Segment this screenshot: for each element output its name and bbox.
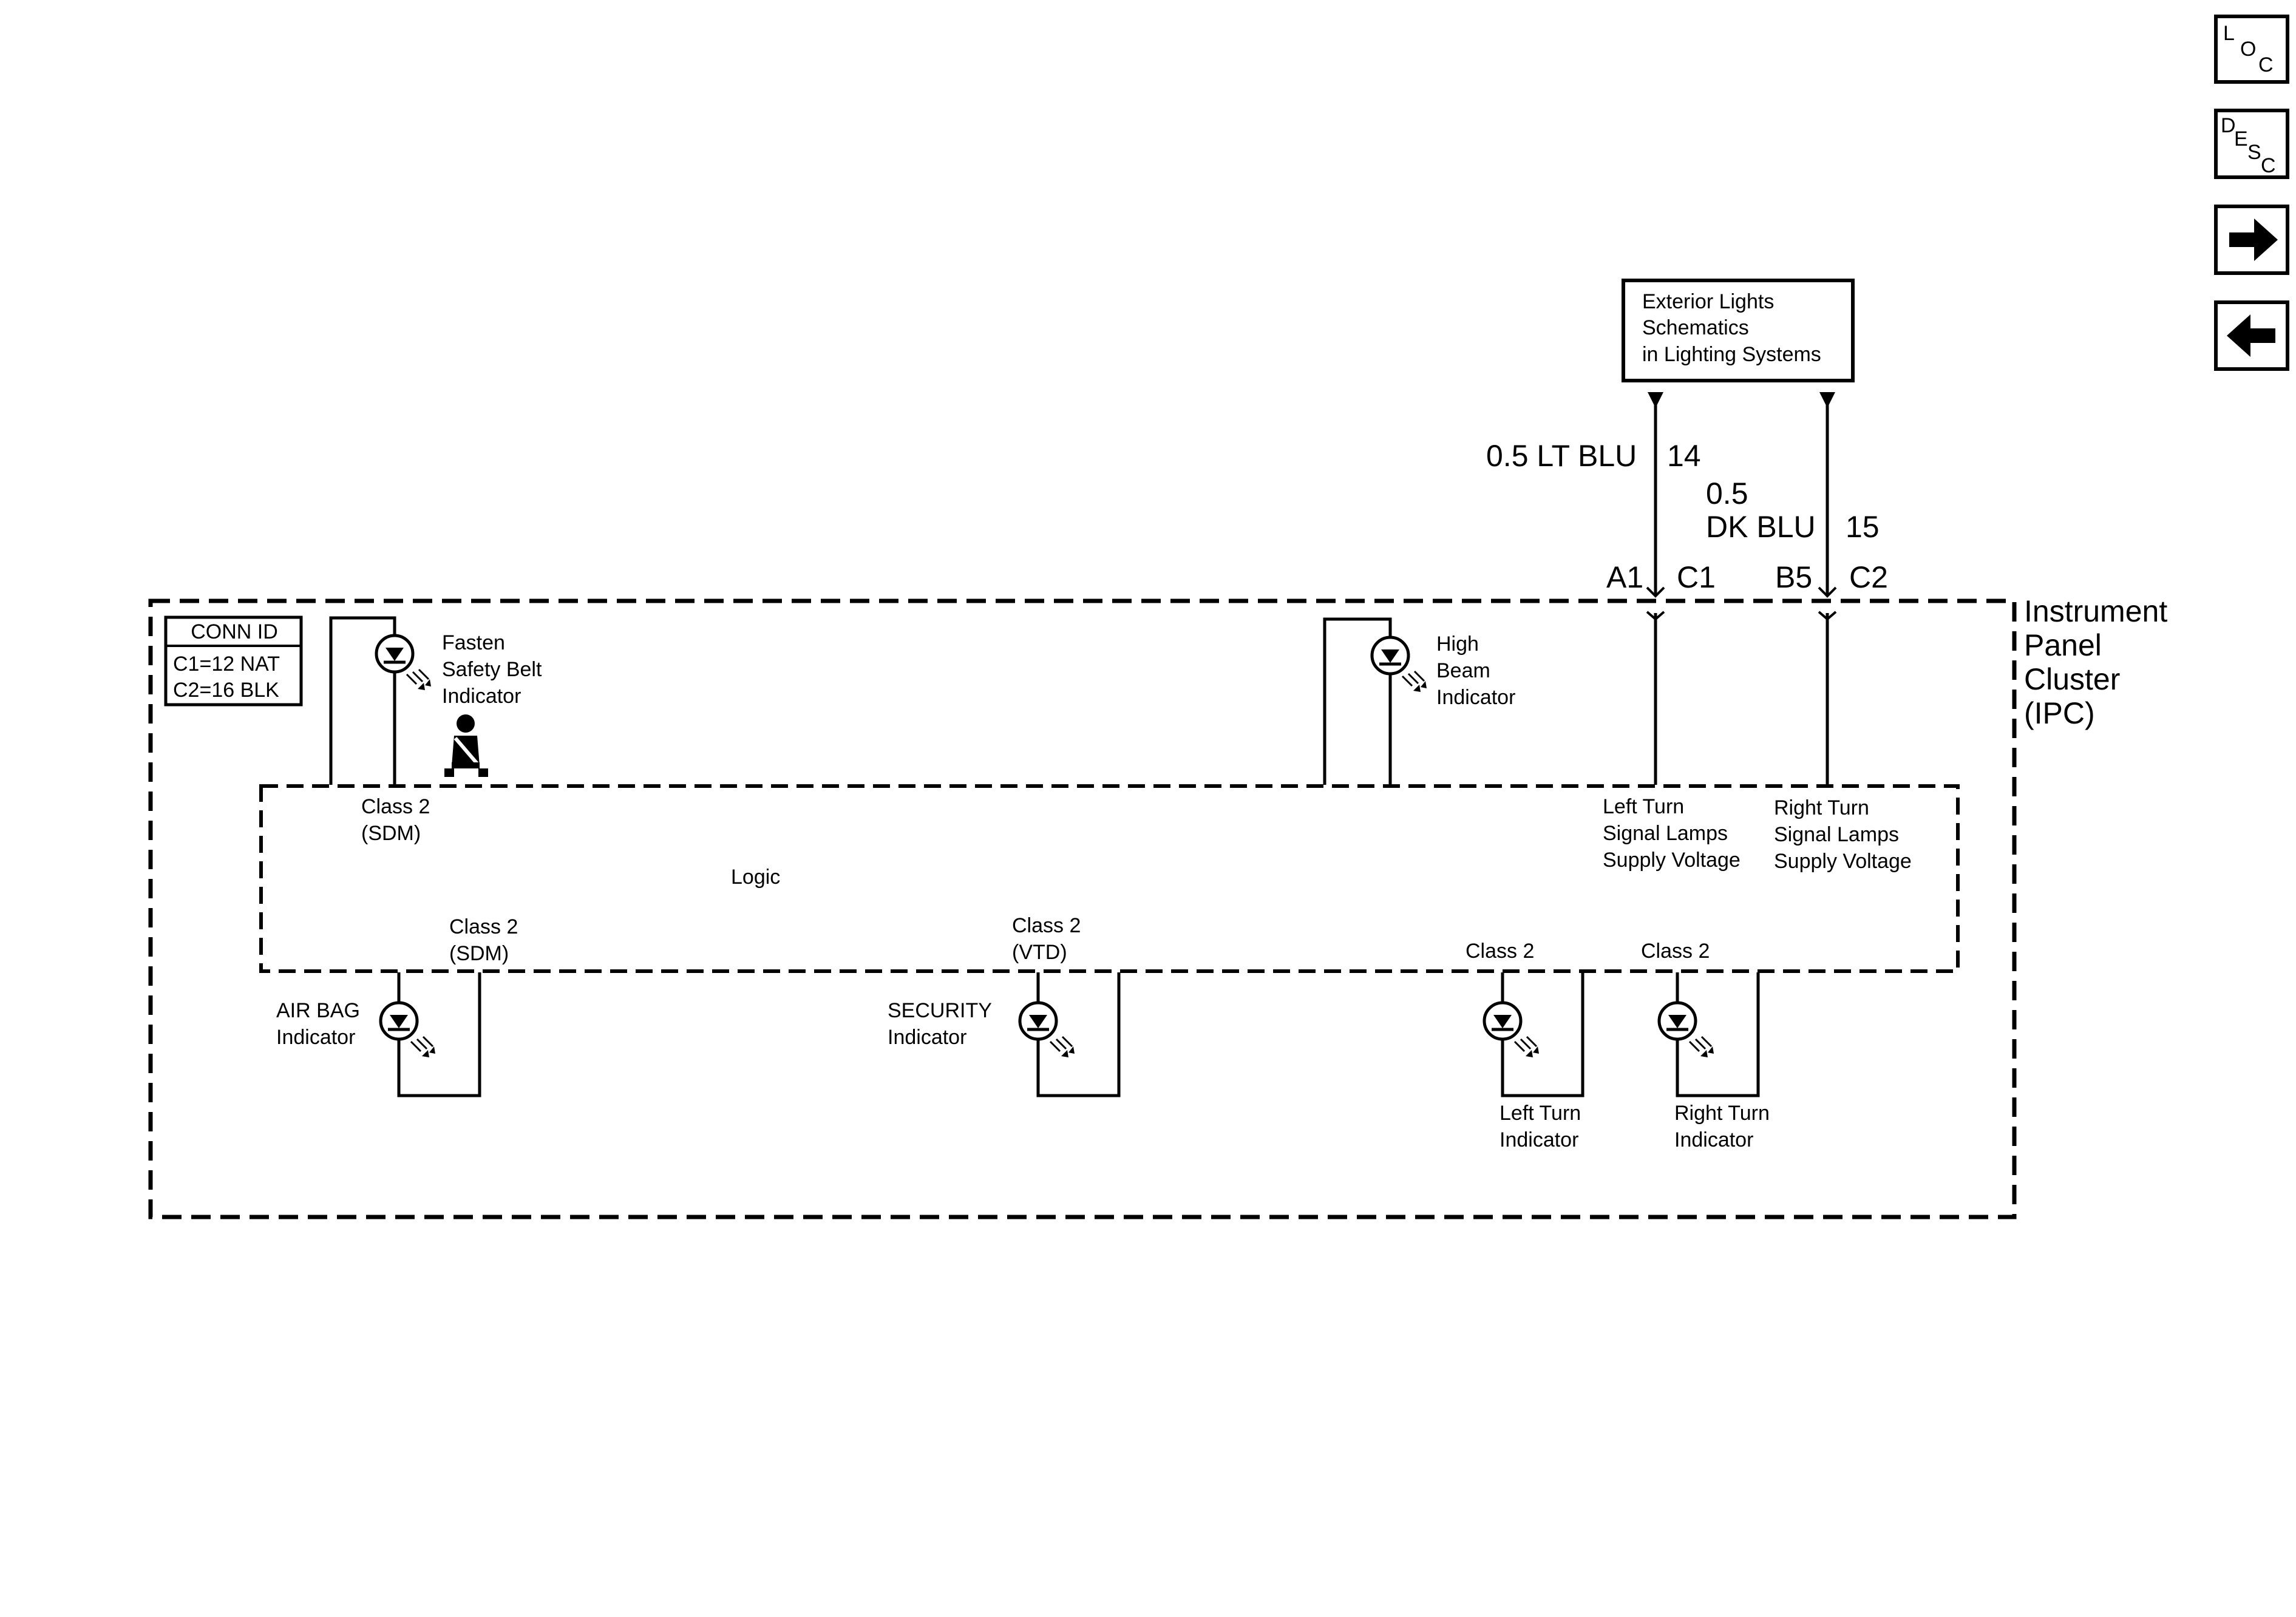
svg-text:(SDM): (SDM) [449,942,509,965]
conn-id-title: CONN ID [191,620,278,643]
logic-label: Logic [731,866,780,889]
logic-block [259,784,1960,973]
loc-icon: L O C [2223,22,2274,76]
right-connector: C2 [1849,560,1888,594]
svg-text:High: High [1436,632,1479,656]
svg-text:Indicator: Indicator [1674,1128,1753,1151]
desc-letter-c: C [2261,154,2276,177]
svg-text:Indicator: Indicator [276,1026,355,1049]
svg-text:Signal Lamps: Signal Lamps [1603,822,1728,845]
svg-text:Left Turn: Left Turn [1603,795,1684,818]
conn-id-row-1: C1=12 NAT [173,653,280,676]
arrow-right-icon [2229,219,2278,261]
left-terminal: A1 [1606,560,1643,594]
wire-left-turn-supply [1646,392,1665,785]
svg-text:Supply Voltage: Supply Voltage [1774,850,1912,873]
svg-text:Supply Voltage: Supply Voltage [1603,849,1741,872]
right-wire-gauge: 0.5 [1706,476,1748,510]
loc-button[interactable]: L O C [2214,15,2289,84]
desc-letter-s: S [2247,141,2261,164]
svg-text:Left Turn: Left Turn [1500,1102,1581,1125]
seatbelt-icon [444,714,488,777]
right-wire-circuit: 15 [1846,510,1880,544]
prev-button[interactable] [2214,300,2289,371]
desc-letter-e: E [2234,127,2248,151]
svg-text:Fasten: Fasten [442,631,505,654]
svg-text:Class 2: Class 2 [361,795,430,818]
svg-text:Indicator: Indicator [1436,686,1515,709]
svg-text:Right Turn: Right Turn [1774,796,1869,819]
left-turn-supply-label: Left Turn Signal Lamps Supply Voltage [1603,795,1741,872]
arrow-left-icon [2227,314,2275,357]
right-turn-supply-label: Right Turn Signal Lamps Supply Voltage [1774,796,1912,873]
svg-text:Class 2: Class 2 [1466,940,1534,963]
right-terminal: B5 [1775,560,1812,594]
high-beam-indicator: High Beam Indicator [1323,617,1515,785]
svg-text:Class 2: Class 2 [1012,914,1081,937]
svg-text:Indicator: Indicator [442,685,521,708]
exterior-lights-reference-box[interactable]: Exterior Lights Schematics in Lighting S… [1622,279,1855,382]
conn-id-box: CONN ID C1=12 NAT C2=16 BLK [164,615,303,707]
svg-text:(VTD): (VTD) [1012,941,1067,964]
svg-text:Panel: Panel [2024,628,2102,662]
reference-line-1: Exterior Lights [1642,290,1774,313]
left-wire-circuit: 14 [1667,439,1701,473]
air-bag-indicator: Class 2 (SDM) AIR BAG Indicator [276,915,518,1097]
svg-text:Class 2: Class 2 [449,915,518,938]
svg-text:Cluster: Cluster [2024,662,2120,696]
desc-icon: D E S C [2221,114,2276,177]
left-connector: C1 [1677,560,1716,594]
seat-belt-indicator: Fasten Safety Belt Indicator Class 2 (SD… [329,616,542,845]
right-wire-color: DK BLU [1706,510,1816,544]
svg-text:SECURITY: SECURITY [888,999,992,1022]
loc-letter-c: C [2258,53,2274,76]
loc-letter-o: O [2240,38,2256,61]
loc-letter-l: L [2223,22,2235,45]
svg-text:Signal Lamps: Signal Lamps [1774,823,1899,846]
svg-text:AIR BAG: AIR BAG [276,999,360,1022]
svg-text:Instrument: Instrument [2024,594,2167,628]
desc-button[interactable]: D E S C [2214,109,2289,179]
svg-text:(SDM): (SDM) [361,822,421,845]
svg-text:(IPC): (IPC) [2024,696,2095,730]
reference-line-3: in Lighting Systems [1642,343,1821,366]
svg-text:Beam: Beam [1436,659,1490,682]
wire-right-turn-supply [1818,392,1837,785]
ipc-module-outline [148,598,2017,1219]
svg-text:Class 2: Class 2 [1641,940,1710,963]
next-button[interactable] [2214,205,2289,275]
conn-id-row-2: C2=16 BLK [173,679,279,702]
desc-letter-d: D [2221,114,2236,137]
security-indicator: Class 2 (VTD) SECURITY Indicator [888,914,1121,1097]
left-wire-color: 0.5 LT BLU [1486,439,1637,473]
svg-text:Right Turn: Right Turn [1674,1102,1770,1125]
right-turn-indicator: Class 2 Right Turn Indicator [1641,940,1770,1151]
ipc-module-name: Instrument Panel Cluster (IPC) [2024,594,2167,730]
svg-text:Indicator: Indicator [888,1026,966,1049]
reference-line-2: Schematics [1642,316,1749,339]
left-turn-indicator: Class 2 Left Turn Indicator [1466,940,1584,1151]
svg-text:Indicator: Indicator [1500,1128,1578,1151]
svg-text:Safety Belt: Safety Belt [442,658,542,681]
